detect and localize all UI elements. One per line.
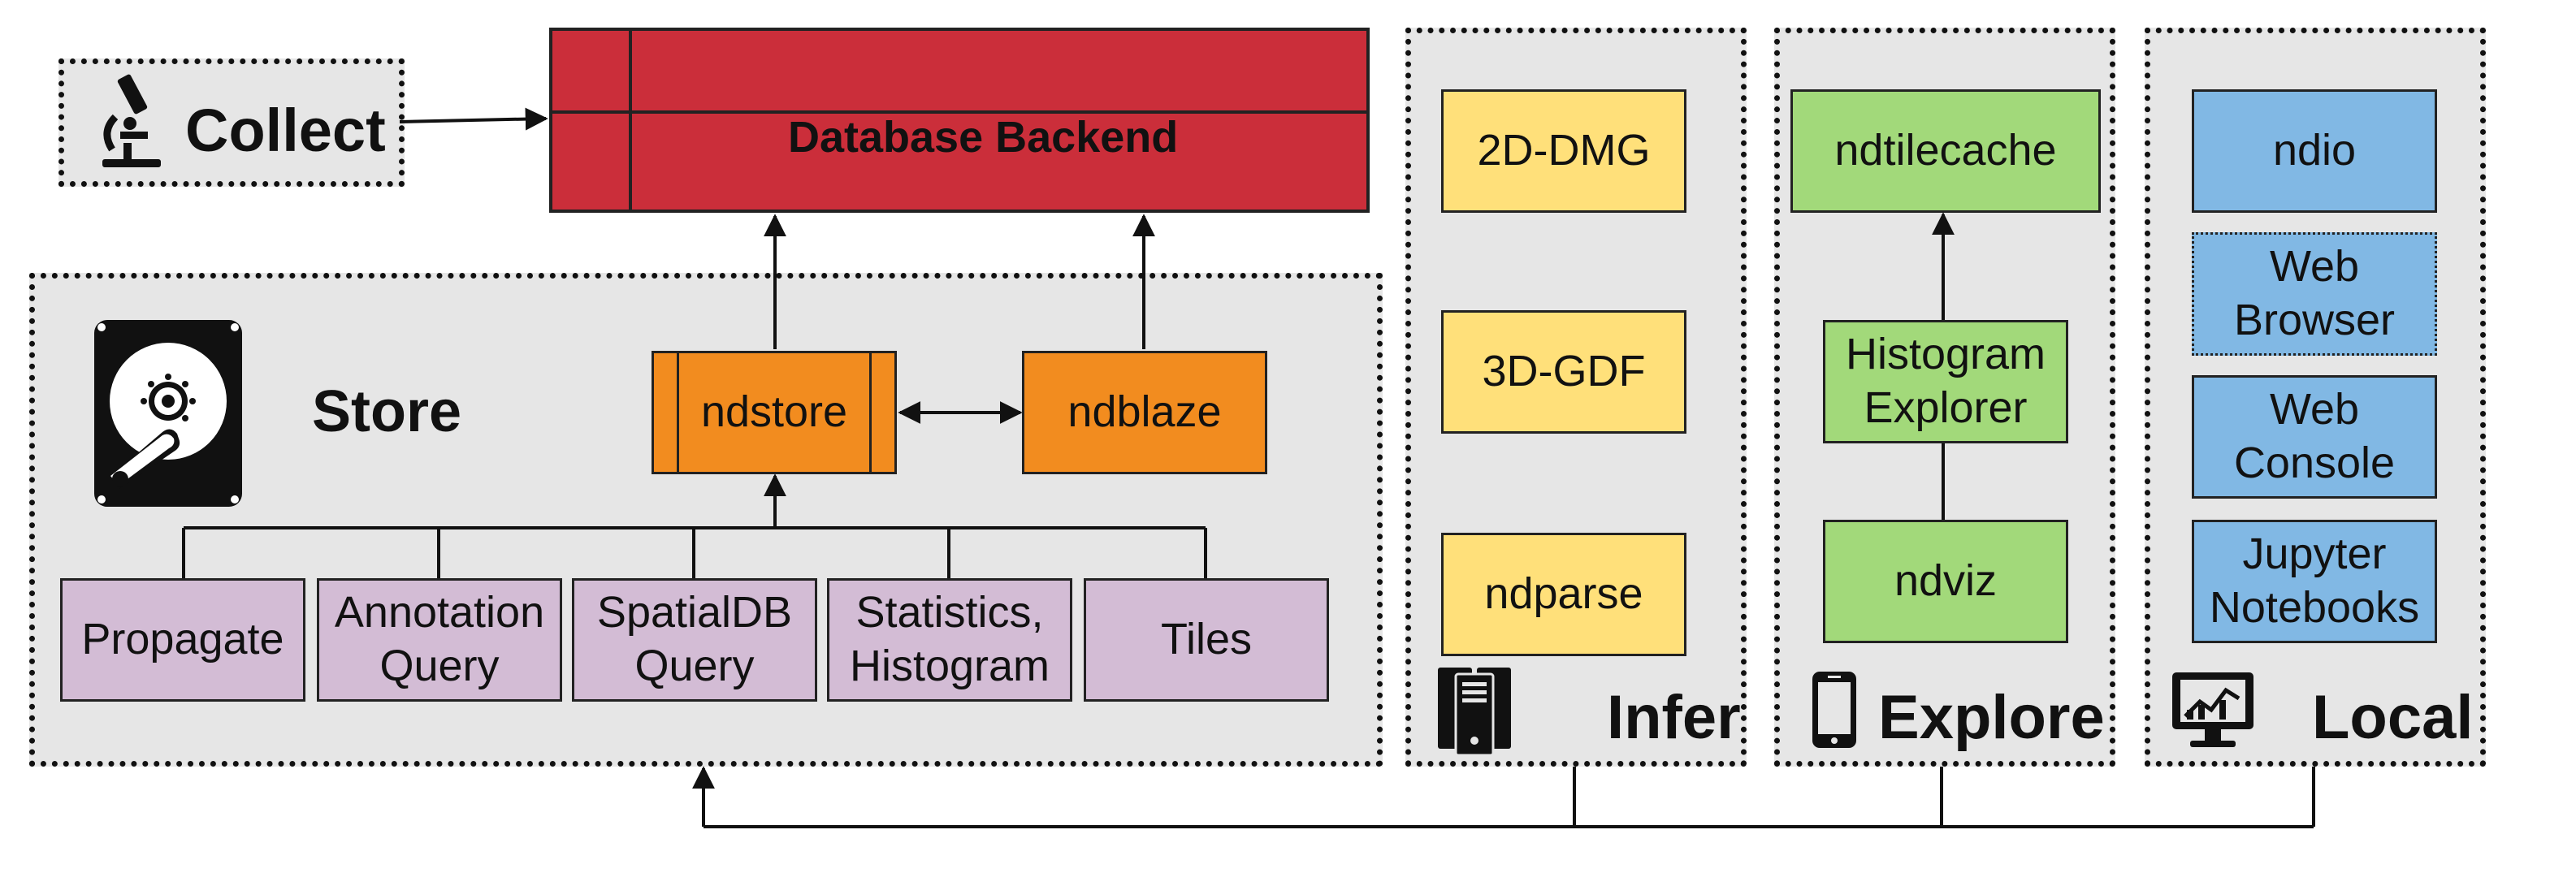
infer-item-label: 2D-DMG xyxy=(1477,126,1651,175)
local-item-label: Jupyter Notebooks xyxy=(2209,529,2420,632)
infer-item-label: 3D-GDF xyxy=(1482,347,1646,396)
local-item-web-console: Web Console xyxy=(2192,375,2437,499)
server-icon xyxy=(1436,664,1513,759)
local-label: Local xyxy=(2312,683,2474,752)
local-item-jupyter-notebooks: Jupyter Notebooks xyxy=(2192,520,2437,643)
module-label: SpatialDB Query xyxy=(596,588,793,690)
module-statistics-histogram: Statistics, Histogram xyxy=(827,578,1072,702)
module-label: Propagate xyxy=(81,615,284,664)
ndblaze-box: ndblaze xyxy=(1022,351,1267,474)
database-divider-vertical xyxy=(629,31,632,210)
module-spatialdb-query: SpatialDB Query xyxy=(572,578,817,702)
module-annotation-query: Annotation Query xyxy=(317,578,562,702)
database-divider-horizontal xyxy=(552,110,1366,114)
microscope-icon xyxy=(96,71,166,175)
monitor-chart-icon xyxy=(2169,669,2257,754)
explore-item-label: ndtilecache xyxy=(1834,126,2057,175)
hard-drive-icon xyxy=(94,320,242,511)
mobile-phone-icon xyxy=(1810,669,1859,754)
module-propagate: Propagate xyxy=(60,578,305,702)
local-item-label: Web Console xyxy=(2233,385,2396,487)
module-tiles: Tiles xyxy=(1084,578,1329,702)
module-label: Annotation Query xyxy=(334,588,545,690)
local-item-label: Web Browser xyxy=(2233,242,2396,344)
local-item-ndio: ndio xyxy=(2192,89,2437,213)
database-title: Database Backend xyxy=(788,113,1179,162)
module-label: Tiles xyxy=(1160,615,1252,664)
explore-item-ndviz: ndviz xyxy=(1823,520,2068,643)
explore-item-ndtilecache: ndtilecache xyxy=(1790,89,2101,213)
ndstore-bar-right xyxy=(869,353,872,472)
ndstore-bar-left xyxy=(677,353,679,472)
explore-item-label: Histogram Explorer xyxy=(1845,330,2046,432)
ndstore-label: ndstore xyxy=(700,387,848,437)
infer-item-ndparse: ndparse xyxy=(1441,533,1686,656)
explore-item-label: ndviz xyxy=(1894,556,1998,606)
explore-label: Explore xyxy=(1878,683,2105,752)
ndblaze-label: ndblaze xyxy=(1067,387,1222,437)
module-label: Statistics, Histogram xyxy=(849,588,1050,690)
infer-item-2d-dmg: 2D-DMG xyxy=(1441,89,1686,213)
local-item-label: ndio xyxy=(2272,126,2357,175)
infer-item-3d-gdf: 3D-GDF xyxy=(1441,310,1686,434)
store-label: Store xyxy=(312,379,462,444)
infer-label: Infer xyxy=(1607,683,1741,752)
database-backend xyxy=(549,28,1370,213)
explore-item-histogram-explorer: Histogram Explorer xyxy=(1823,320,2068,443)
ndstore-box: ndstore xyxy=(652,351,897,474)
infer-item-label: ndparse xyxy=(1484,569,1643,619)
collect-label: Collect xyxy=(185,97,386,164)
local-item-web-browser: Web Browser xyxy=(2192,232,2437,356)
